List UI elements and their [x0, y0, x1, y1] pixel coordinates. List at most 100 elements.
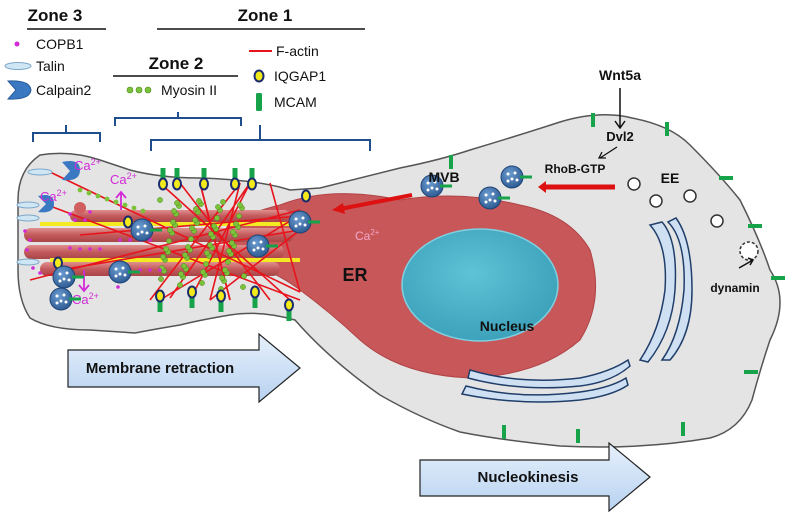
iqgap1-marker	[301, 189, 311, 203]
mcam-marker	[266, 244, 278, 248]
f-actin-filament	[209, 182, 241, 301]
iqgap1-marker	[230, 177, 240, 191]
iqgap1-marker	[284, 298, 294, 312]
iqgap1-marker	[247, 177, 257, 191]
copb1-dot	[78, 247, 82, 251]
iqgap1-marker	[155, 289, 165, 303]
mcam-marker	[502, 425, 506, 439]
mvb-cargo	[426, 188, 430, 192]
mvb-cargo	[515, 178, 519, 182]
myosin-ii-dot	[189, 225, 195, 231]
er-label: ER	[342, 265, 367, 285]
copb1-dot	[88, 210, 92, 214]
mcam-marker	[665, 122, 669, 136]
myosin-ii-dot	[178, 271, 184, 277]
myosin-ii-dot	[192, 217, 198, 223]
copb1-dot	[118, 238, 122, 242]
mcam-marker	[174, 168, 180, 180]
mvb-cargo	[513, 171, 517, 175]
f-actin-filament	[29, 209, 301, 281]
mcam-marker	[771, 276, 785, 280]
myosin-ii-dot	[199, 280, 205, 286]
myosin-ii-dot	[171, 208, 177, 214]
f-actin-filament	[159, 214, 301, 301]
mvb-cargo	[140, 230, 144, 234]
legend-calpain2: Calpain2	[36, 82, 91, 98]
mvb-cargo	[506, 172, 510, 176]
mvb-to-er-arrowhead	[332, 203, 345, 214]
mcam-marker	[748, 224, 762, 228]
copb1-dot	[23, 229, 27, 233]
wnt5a-label: Wnt5a	[599, 67, 641, 83]
copb1-dot	[148, 238, 152, 242]
mvb-cargo	[484, 193, 488, 197]
myosin-ii-dot	[181, 263, 187, 269]
zone2-bracket	[114, 112, 242, 126]
mvb-cargo	[55, 301, 59, 305]
er-calcium-label: Ca2+	[355, 228, 380, 243]
early-endosomes	[627, 177, 724, 228]
copb1-dot	[158, 268, 162, 272]
myosin-ii-dot	[219, 275, 225, 281]
mcam-marker	[286, 309, 292, 321]
f-actin-filament	[209, 229, 301, 301]
nucleus-label: Nucleus	[480, 318, 535, 334]
myosin-ii-dot	[122, 202, 128, 208]
myosin-ii-dot	[104, 196, 110, 202]
iqgap1-mcam-markers	[53, 168, 311, 321]
dynamin-vesicle	[739, 241, 759, 261]
iqgap1-icon	[253, 69, 265, 83]
mcam-marker	[308, 220, 320, 224]
mcam-marker	[520, 175, 532, 179]
myosin-ii-dot	[86, 190, 92, 196]
myosin-ii-dot	[185, 244, 191, 250]
myosin-ii-dot	[211, 223, 217, 229]
legend-iqgap1: IQGAP1	[274, 68, 326, 84]
iqgap1-marker	[216, 289, 226, 303]
myosin-ii-dot	[220, 199, 226, 205]
mvb-cargo	[294, 224, 298, 228]
mvb-cargo	[256, 246, 260, 250]
mcam-marker	[249, 168, 255, 180]
membrane-retraction-label: Membrane retraction	[86, 360, 234, 377]
mcam-icon	[256, 93, 262, 111]
copb1-dot	[116, 285, 120, 289]
myosin-ii-dot	[208, 231, 214, 237]
mvb-cargo	[58, 279, 62, 283]
myosin-ii-dot	[204, 250, 210, 256]
myosin-ii-dot	[225, 259, 231, 265]
copb1-dots	[23, 210, 162, 289]
mcam-marker	[218, 300, 224, 312]
myosin-icon	[126, 86, 152, 94]
rhob-arrowhead	[538, 181, 546, 193]
mcam-marker	[681, 422, 685, 436]
mcam-marker	[189, 296, 195, 308]
mvb-cargo	[123, 273, 127, 277]
calcium-label: Ca2+	[110, 171, 137, 187]
calcium-label: Ca2+	[40, 188, 67, 204]
copb1-dot	[38, 271, 42, 275]
nucleokinesis-arrow[interactable]: Nucleokinesis	[419, 441, 651, 513]
vesicle-dot	[74, 202, 86, 214]
mcam-marker	[128, 270, 140, 274]
mcam-marker	[576, 429, 580, 443]
mvb-vesicle	[478, 186, 502, 210]
mvb-cargo	[145, 231, 149, 235]
mvb-cargo	[261, 247, 265, 251]
myosin-ii-dot	[241, 273, 247, 279]
iqgap1-marker	[172, 177, 182, 191]
mvb-cargo	[506, 179, 510, 183]
f-actin-filament	[269, 182, 301, 293]
rhob-gtp-label: RhoB-GTP	[545, 162, 606, 176]
mvb-vesicle	[500, 165, 524, 189]
mvb-cargo	[62, 293, 66, 297]
mvb-vesicles	[49, 165, 532, 311]
mvb-cargo	[510, 177, 514, 181]
myosin-ii-dot	[196, 198, 202, 204]
membrane-mcam-markers	[449, 113, 785, 443]
copb1-dot	[128, 238, 132, 242]
membrane-retraction-arrow[interactable]: Membrane retraction	[67, 332, 301, 404]
calcium-label: Ca2+	[74, 157, 101, 173]
mvb-cargo	[294, 217, 298, 221]
